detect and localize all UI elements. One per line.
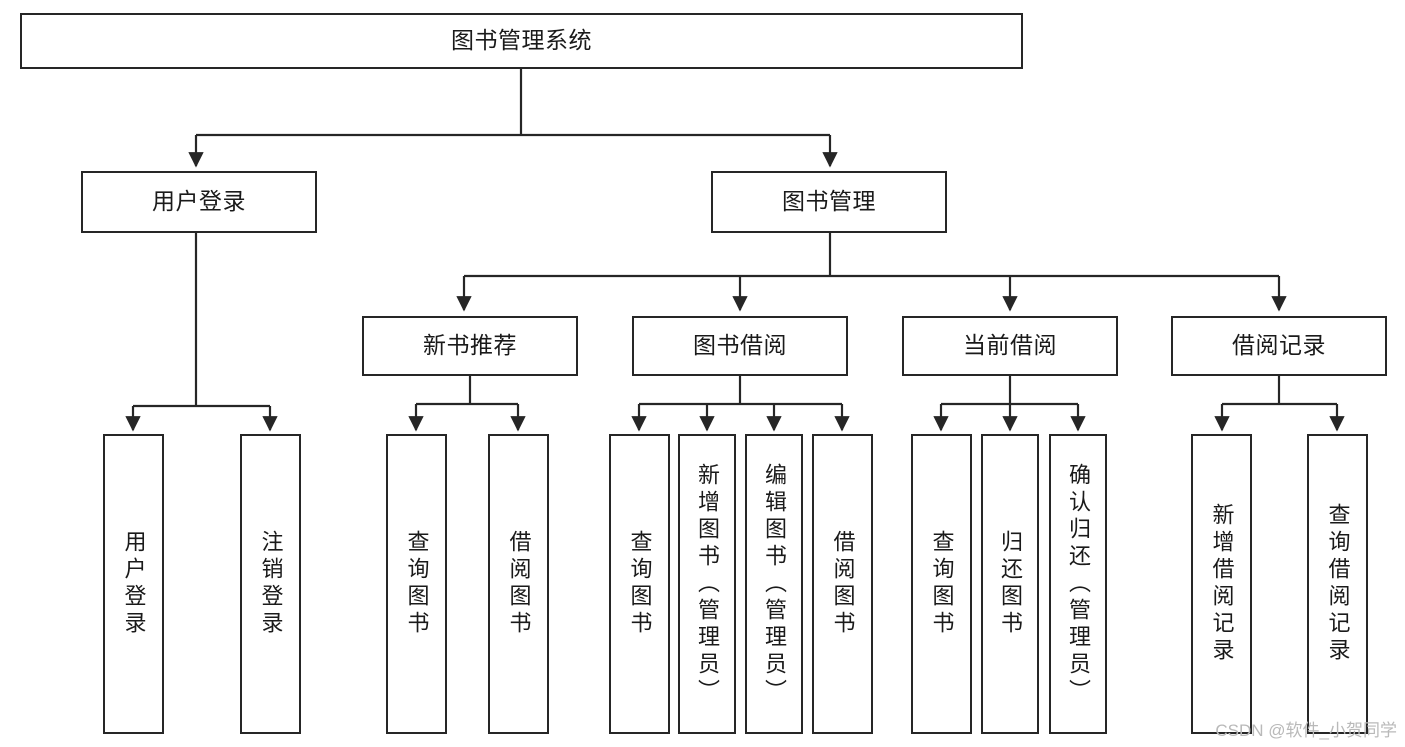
node-borrow-records[interactable]: 借阅记录 [1171,316,1387,376]
node-label: 借阅图书 [506,530,532,638]
leaf-edit-book-admin[interactable]: 编辑图书（管理员） [745,434,803,734]
node-label: 新书推荐 [423,332,517,359]
node-label: 用户登录 [121,530,147,638]
node-label: 查询图书 [404,530,430,638]
leaf-query-book-borrow[interactable]: 查询图书 [609,434,670,734]
leaf-borrow-book[interactable]: 借阅图书 [812,434,873,734]
leaf-borrow-book-newbook[interactable]: 借阅图书 [488,434,549,734]
node-label: 注销登录 [258,530,284,638]
leaf-return-book[interactable]: 归还图书 [981,434,1039,734]
leaf-add-borrow-record[interactable]: 新增借阅记录 [1191,434,1252,734]
node-label: 查询借阅记录 [1325,503,1351,665]
node-label: 查询图书 [627,530,653,638]
leaf-query-book-newbook[interactable]: 查询图书 [386,434,447,734]
node-label: 新增图书（管理员） [695,462,720,706]
watermark-text: CSDN @软件_小贺同学 [1215,721,1397,740]
leaf-confirm-return-admin[interactable]: 确认归还（管理员） [1049,434,1107,734]
node-label: 借阅记录 [1232,332,1326,359]
node-label: 借阅图书 [830,530,856,638]
leaf-user-login[interactable]: 用户登录 [103,434,164,734]
node-book-borrow[interactable]: 图书借阅 [632,316,848,376]
leaf-add-book-admin[interactable]: 新增图书（管理员） [678,434,736,734]
leaf-query-book-current[interactable]: 查询图书 [911,434,972,734]
node-label: 图书借阅 [693,332,787,359]
node-label: 确认归还（管理员） [1066,462,1091,706]
node-root-system[interactable]: 图书管理系统 [20,13,1023,69]
node-label: 当前借阅 [963,332,1057,359]
node-user-login[interactable]: 用户登录 [81,171,317,233]
node-label: 查询图书 [929,530,955,638]
node-label: 图书管理系统 [451,27,592,54]
node-label: 用户登录 [152,188,246,215]
node-book-management[interactable]: 图书管理 [711,171,947,233]
leaf-logout[interactable]: 注销登录 [240,434,301,734]
node-current-borrow[interactable]: 当前借阅 [902,316,1118,376]
node-label: 归还图书 [998,530,1023,638]
node-new-book-recommend[interactable]: 新书推荐 [362,316,578,376]
leaf-query-borrow-record[interactable]: 查询借阅记录 [1307,434,1368,734]
node-label: 编辑图书（管理员） [762,462,787,706]
node-label: 图书管理 [782,188,876,215]
node-label: 新增借阅记录 [1209,503,1235,665]
